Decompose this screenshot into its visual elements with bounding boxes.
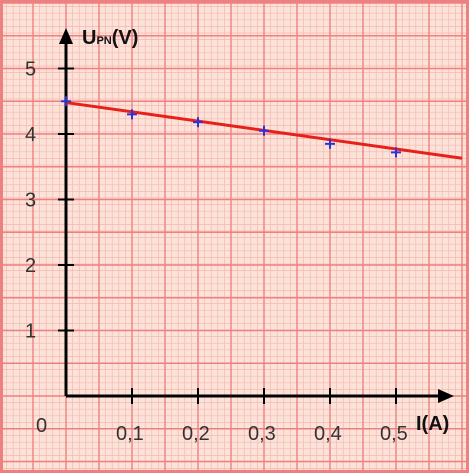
y-axis-arrow (59, 28, 73, 44)
x-tick-label: 0,2 (182, 423, 210, 445)
data-markers (61, 96, 401, 158)
y-tick-label: 1 (25, 321, 36, 343)
data-point (193, 117, 203, 128)
y-tick-labels: 1 2 3 4 5 (25, 59, 36, 343)
data-point (127, 109, 137, 120)
x-axis-label: I(A) (416, 413, 449, 435)
x-tick-label: 0,5 (380, 423, 408, 445)
y-tick-label: 5 (25, 59, 36, 81)
data-point (259, 125, 269, 136)
x-axis-arrow (438, 389, 454, 403)
data-point (61, 96, 71, 107)
y-tick-label: 3 (25, 190, 36, 212)
origin-label: 0 (36, 415, 47, 437)
data-point (325, 138, 335, 149)
y-tick-label: 2 (25, 255, 36, 277)
x-tick-label: 0,4 (314, 423, 342, 445)
x-tick-label: 0,3 (248, 423, 276, 445)
tick-marks (58, 67, 397, 404)
y-tick-label: 4 (25, 124, 36, 146)
x-tick-label: 0,1 (116, 423, 144, 445)
y-axis-label: UPN(V) (82, 27, 138, 49)
data-point (391, 147, 401, 158)
x-tick-labels: 0,1 0,2 0,3 0,4 0,5 (116, 423, 408, 445)
